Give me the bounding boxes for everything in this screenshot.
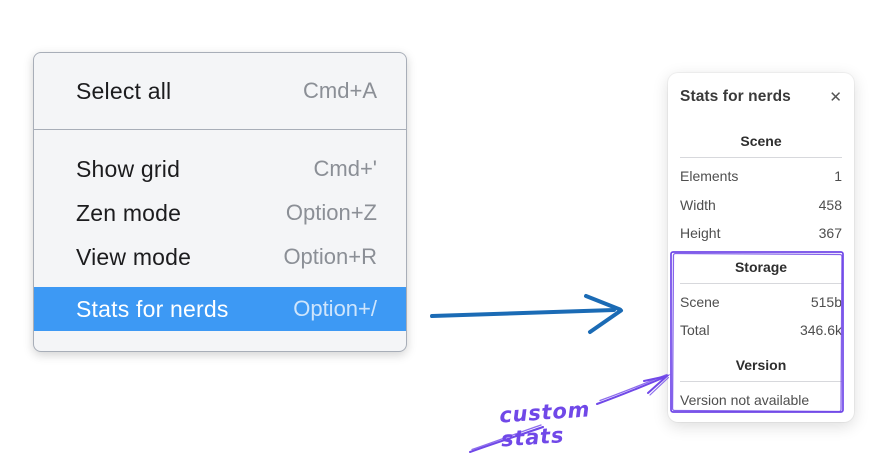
stats-panel: Stats for nerds ✕ Scene Elements 1 Width… bbox=[668, 73, 854, 422]
menu-item-label: Show grid bbox=[76, 155, 181, 182]
section-divider bbox=[680, 157, 842, 158]
menu-item-view-mode[interactable]: View mode Option+R bbox=[34, 235, 406, 279]
stat-row-scene-size: Scene 515b bbox=[680, 288, 842, 317]
custom-stats-label: custom stats bbox=[498, 397, 592, 452]
section-heading: Storage bbox=[734, 258, 788, 275]
menu-group-bottom: Show grid Cmd+' Zen mode Option+Z View m… bbox=[34, 130, 406, 331]
stat-label: Total bbox=[680, 322, 710, 338]
menu-item-shortcut: Option+R bbox=[283, 244, 377, 269]
menu-item-select-all[interactable]: Select all Cmd+A bbox=[34, 69, 406, 113]
menu-item-label: View mode bbox=[76, 243, 192, 270]
stat-row-width: Width 458 bbox=[680, 191, 842, 220]
section-heading: Version bbox=[735, 356, 787, 373]
menu-group-top: Select all Cmd+A bbox=[34, 53, 406, 130]
section-divider bbox=[680, 282, 842, 284]
section-version: Version Version not available bbox=[680, 356, 842, 410]
close-icon: ✕ bbox=[829, 87, 842, 106]
menu-item-shortcut: Cmd+' bbox=[313, 156, 378, 181]
section-heading: Scene bbox=[740, 133, 782, 149]
menu-item-shortcut: Option+Z bbox=[285, 200, 377, 225]
context-menu: Select all Cmd+A Show grid Cmd+' Zen mod… bbox=[33, 52, 407, 352]
stat-row-elements: Elements 1 bbox=[680, 162, 842, 191]
stat-label: Height bbox=[680, 225, 721, 241]
menu-item-label: Select all bbox=[76, 77, 172, 104]
menu-item-label: Zen mode bbox=[76, 199, 182, 226]
menu-item-zen-mode[interactable]: Zen mode Option+Z bbox=[34, 191, 406, 235]
stat-label: Scene bbox=[680, 293, 720, 310]
section-scene: Scene Elements 1 Width 458 Height 367 bbox=[680, 132, 842, 248]
stat-value: 1 bbox=[834, 168, 842, 184]
stat-value: 346.6k bbox=[799, 322, 842, 338]
menu-item-shortcut: Option+/ bbox=[293, 296, 377, 321]
menu-item-shortcut: Cmd+A bbox=[303, 78, 377, 103]
version-note: Version not available bbox=[680, 391, 810, 408]
section-storage: Storage Scene 515b Total 346.6k bbox=[680, 258, 842, 345]
stat-row-height: Height 367 bbox=[680, 219, 842, 248]
stat-label: Width bbox=[680, 196, 716, 213]
stats-panel-header: Stats for nerds ✕ bbox=[680, 86, 842, 108]
panel-title: Stats for nerds bbox=[680, 88, 791, 105]
stat-label: Elements bbox=[680, 168, 739, 184]
stat-value: 515b bbox=[810, 293, 842, 310]
menu-item-show-grid[interactable]: Show grid Cmd+' bbox=[34, 147, 406, 191]
section-divider bbox=[680, 380, 842, 382]
menu-item-label: Stats for nerds bbox=[76, 295, 229, 322]
stat-row-total-size: Total 346.6k bbox=[680, 316, 842, 345]
menu-item-stats-for-nerds[interactable]: Stats for nerds Option+/ bbox=[34, 287, 406, 331]
stat-value: 458 bbox=[818, 196, 842, 213]
close-button[interactable]: ✕ bbox=[829, 87, 842, 106]
stat-value: 367 bbox=[818, 225, 842, 241]
